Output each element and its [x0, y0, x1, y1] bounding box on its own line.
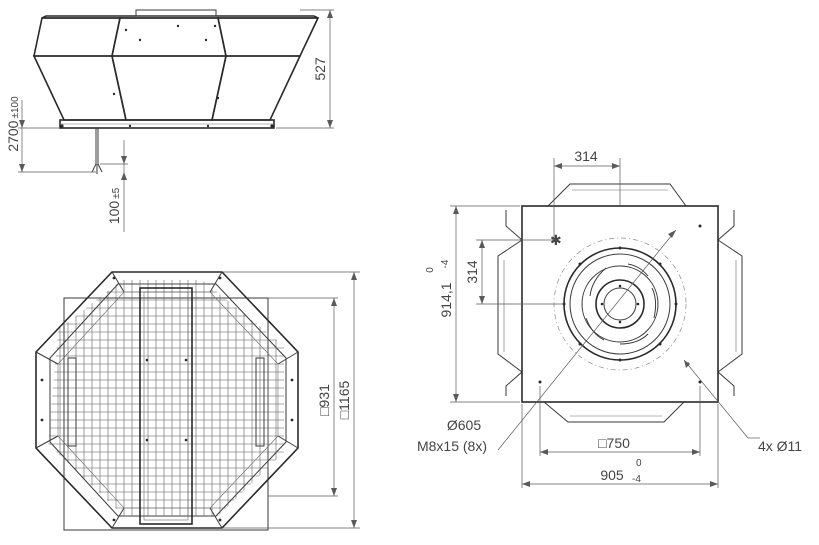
- top-view: □931 □1165: [35, 271, 360, 531]
- dim-mount-2700: 2700±100: [5, 96, 96, 173]
- dim-905-tol-upper: 0: [636, 458, 642, 469]
- dim-cable-100: 100±5: [100, 140, 128, 232]
- outer-octagon: [35, 271, 299, 529]
- dim-square-750: □750: [539, 386, 701, 456]
- dim-height-527: 527: [276, 9, 334, 129]
- protective-mesh-grid: [48, 280, 284, 516]
- dim-905-label: 905: [600, 467, 624, 483]
- dim-100-value: 100: [106, 201, 122, 225]
- panel-left: [497, 239, 523, 373]
- hole-spec-label: 4x Ø11: [758, 438, 802, 454]
- dim-offset-x-314: 314: [553, 148, 621, 240]
- dim-914-tol-lower: -4: [440, 259, 451, 268]
- leader-bolt-circle: Ø605 M8x15 (8x): [417, 229, 677, 454]
- dim-931-label: □931: [316, 384, 332, 416]
- dim-905-tol-lower: -4: [632, 474, 641, 485]
- dim-100-tol: ±5: [111, 187, 122, 198]
- circle-dia-label: Ø605: [447, 417, 481, 433]
- dim-outer-1165: □1165: [222, 271, 360, 529]
- hub-ring: [595, 279, 645, 329]
- dim-inner-931: □931: [268, 297, 338, 497]
- dim-314y-label: 314: [464, 260, 480, 284]
- panel-right: [717, 239, 743, 373]
- panel-top: [546, 183, 687, 207]
- dim-527-label: 527: [312, 57, 328, 81]
- panel-bottom: [542, 401, 686, 423]
- bolt-circle: [553, 237, 687, 371]
- dim-914-label: 914,1: [438, 282, 454, 317]
- fan-housing-side: [32, 9, 320, 174]
- dim-height-914: 914,1 0 -4: [425, 205, 520, 403]
- dim-2700-value: 2700: [5, 120, 21, 151]
- dim-914-tol-upper: 0: [425, 267, 436, 273]
- svg-text:2700±100: 2700±100: [5, 96, 21, 152]
- side-view: 527 2700±100 100±5: [5, 9, 334, 232]
- dim-2700-tol: ±100: [10, 96, 21, 119]
- square-base: [63, 297, 269, 531]
- dim-314x-label: 314: [574, 148, 598, 164]
- svg-text:100±5: 100±5: [106, 187, 122, 224]
- dim-offset-y-314: 314: [464, 239, 564, 305]
- center-strip: [139, 287, 193, 525]
- dim-width-905: 905 0 -4: [521, 404, 719, 488]
- bolt-spec-label: M8x15 (8x): [417, 438, 487, 454]
- inner-octagon: [49, 283, 287, 517]
- base-view: ✱ 314 314 914,1 0 -4: [417, 148, 802, 488]
- dim-750-label: □750: [598, 435, 630, 451]
- dim-1165-label: □1165: [336, 381, 352, 420]
- leader-corner-holes: 4x Ø11: [683, 359, 802, 454]
